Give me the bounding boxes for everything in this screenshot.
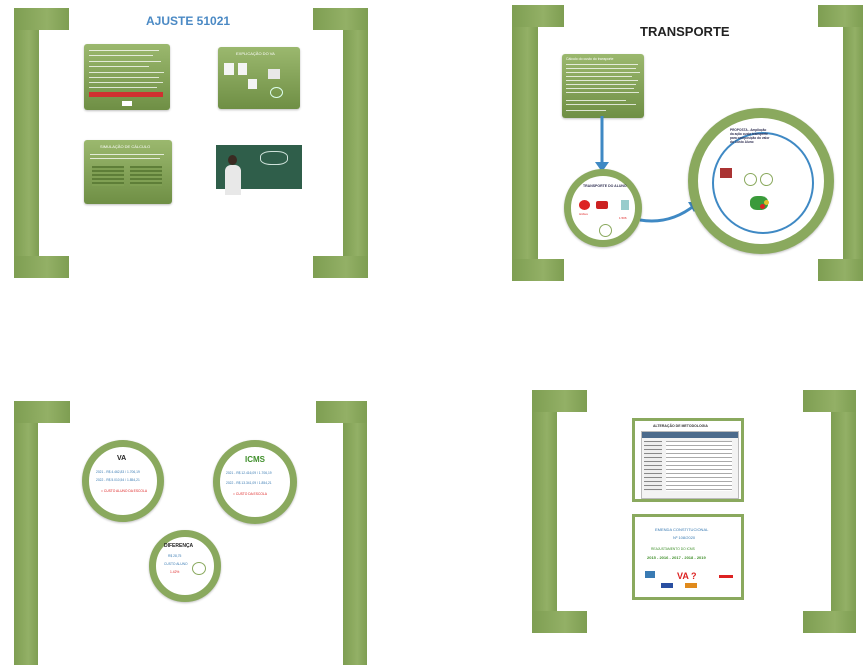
card-emenda-title: EMENDA CONSTITUCIONAL: [655, 527, 709, 532]
big-circle-label: PROPOSTA - Ampliação da ação custo trans…: [730, 128, 770, 144]
inner-ring: [712, 132, 814, 234]
bracket-right-bottom: [803, 611, 856, 633]
card-metodologia[interactable]: ALTERAÇÃO DE METODOLOGIA: [632, 418, 744, 502]
va-question: VA ?: [677, 571, 697, 581]
logo-3: [685, 583, 697, 588]
card-emenda-sub: Nº 108/2020: [673, 535, 696, 540]
logo-4: [719, 575, 733, 578]
bracket-right-top: [313, 8, 368, 30]
icms-circle[interactable]: ICMS 2021 - R$ 12.416,09 / 1.706,19 2022…: [213, 440, 297, 524]
map-mark-yellow: [764, 200, 769, 205]
label-onibus: ônibus: [579, 212, 588, 216]
va-line-3: = CUSTO ALUNO DA ESCOLA: [101, 489, 148, 493]
bracket-left-top: [14, 401, 70, 423]
bus-icon: [579, 200, 590, 210]
icms-title: ICMS: [245, 455, 265, 464]
bracket-left-top: [512, 5, 564, 27]
bracket-left-bottom: [532, 611, 587, 633]
bracket-right-bottom: [313, 256, 368, 278]
frame-title: TRANSPORTE: [640, 24, 730, 39]
frame-title: AJUSTE 51021: [146, 14, 231, 28]
icms-line-2: 2022 - R$ 13.341,09 / 1.854,21: [226, 481, 272, 485]
card-emenda-line: REAJUSTAMENTO DO ICMS: [651, 547, 695, 551]
thumb-4: [248, 79, 257, 89]
cycle-icon-1: [744, 173, 757, 186]
bracket-right: [343, 401, 367, 665]
bracket-right: [843, 5, 863, 281]
bracket-left: [14, 8, 39, 278]
diferenca-line-1: R$ 28,75: [168, 554, 182, 558]
bracket-right: [343, 8, 368, 278]
bracket-right: [831, 390, 856, 633]
chalk-drawing: [260, 151, 288, 165]
icms-line-3: = CUSTO DA ESCOLA: [233, 492, 267, 496]
card-emenda-years: 2015 - 2016 - 2017 - 2018 - 2019: [647, 555, 706, 560]
va-circle[interactable]: VA 2021 - R$ 4.462,83 / 1.706,19 2022 - …: [82, 440, 164, 522]
logo-1: [645, 571, 655, 578]
bracket-left: [532, 390, 557, 633]
card-metodologia-title: ALTERAÇÃO DE METODOLOGIA: [653, 424, 708, 428]
thumb-2: [238, 63, 247, 75]
bracket-right-top: [818, 5, 863, 27]
logo-2: [661, 583, 673, 588]
card-simulacao[interactable]: SIMULAÇÃO DE CÁLCULO: [84, 140, 172, 204]
diferenca-line-3: 1.42%: [170, 570, 180, 574]
photo-thumb: [720, 168, 732, 178]
person-body: [225, 165, 241, 195]
label-carro: 1.506: [619, 216, 627, 220]
small-circle-transporte-aluno[interactable]: TRANSPORTE DO ALUNO ônibus 1.506: [564, 169, 642, 247]
text-card-button[interactable]: [122, 101, 132, 106]
bracket-right-top: [803, 390, 856, 412]
icms-line-1: 2021 - R$ 12.416,09 / 1.706,19: [226, 471, 272, 475]
text-card-highlight: [89, 92, 163, 97]
card-emenda[interactable]: EMENDA CONSTITUCIONAL Nº 108/2020 REAJUS…: [632, 514, 744, 600]
diferenca-line-2: CUSTO ALUNO: [164, 562, 188, 566]
diferenca-title: DIFERENÇA: [164, 543, 194, 549]
card-simulacao-title: SIMULAÇÃO DE CÁLCULO: [100, 144, 151, 149]
text-card[interactable]: [84, 44, 170, 110]
bracket-left: [14, 401, 38, 665]
cycle-icon-2: [760, 173, 773, 186]
bracket-right-bottom: [818, 259, 863, 281]
card-explicacao[interactable]: EXPLICAÇÃO DO VA: [218, 47, 300, 109]
clock-icon: [599, 224, 612, 237]
thumb-3: [268, 69, 280, 79]
mini-circle: [270, 87, 283, 98]
diferenca-circle[interactable]: DIFERENÇA R$ 28,75 CUSTO ALUNO 1.42%: [149, 530, 221, 602]
bracket-left-bottom: [14, 256, 69, 278]
bracket-left-top: [14, 8, 69, 30]
car-icon: [596, 201, 608, 209]
big-circle-proposta[interactable]: PROPOSTA - Ampliação da ação custo trans…: [688, 108, 834, 254]
va-title: VA: [117, 455, 127, 462]
text-card-title: Cálculo do custo do transporte: [566, 57, 614, 61]
va-line-2: 2022 - R$ 5.010,54 / 1.854,21: [96, 478, 140, 482]
cycle-icon: [192, 562, 206, 575]
text-card[interactable]: Cálculo do custo do transporte: [562, 54, 644, 118]
table-left: [92, 166, 124, 186]
va-line-1: 2021 - R$ 4.462,83 / 1.706,19: [96, 470, 140, 474]
bracket-left-bottom: [512, 259, 564, 281]
person-head: [228, 155, 237, 165]
thumb-1: [224, 63, 234, 75]
table-right: [130, 166, 162, 186]
bracket-left-top: [532, 390, 587, 412]
small-circle-label: TRANSPORTE DO ALUNO: [583, 184, 627, 188]
screenshot-panel: [641, 431, 739, 499]
building-icon: [621, 200, 629, 210]
map-mark-red: [760, 204, 765, 209]
bracket-right-top: [316, 401, 367, 423]
card-explicacao-title: EXPLICAÇÃO DO VA: [236, 51, 275, 56]
bracket-left: [512, 5, 538, 281]
teacher-photo: [216, 145, 302, 200]
